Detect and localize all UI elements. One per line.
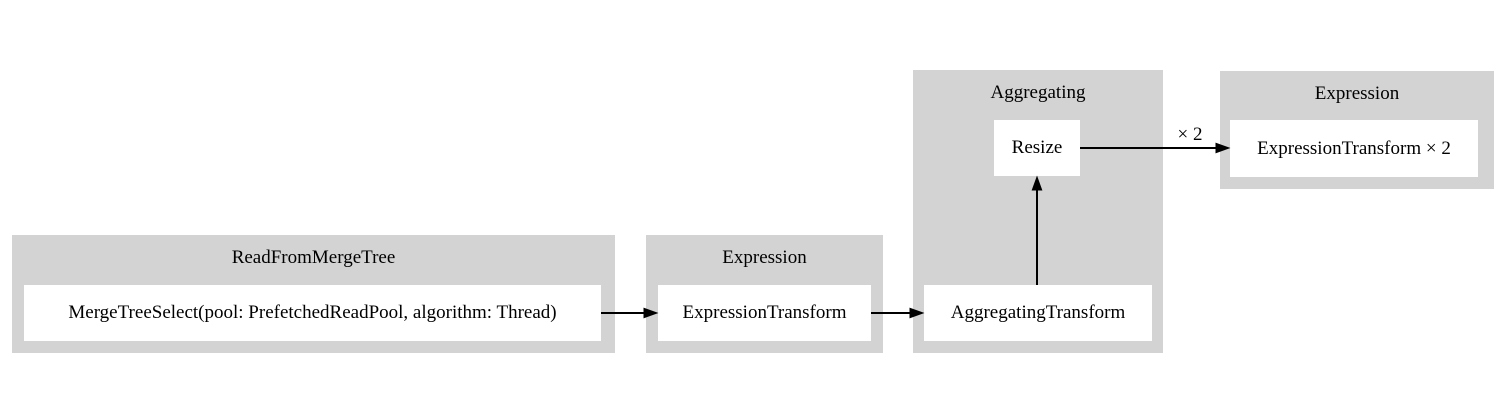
node-expressiontransform-x2: ExpressionTransform × 2 xyxy=(1230,120,1478,177)
edge-label-x2: × 2 xyxy=(1177,124,1203,145)
node-resize: Resize xyxy=(994,120,1080,176)
cluster-expression-1-label: Expression xyxy=(722,247,807,268)
cluster-expression-2-label: Expression xyxy=(1314,83,1400,104)
node-expressiontransform: ExpressionTransform xyxy=(658,285,871,341)
node-aggregatingtransform: AggregatingTransform xyxy=(924,285,1152,341)
cluster-aggregating-label: Aggregating xyxy=(990,82,1086,103)
cluster-readfrommergetree-label: ReadFromMergeTree xyxy=(231,247,396,268)
node-mergetreeselect: MergeTreeSelect(pool: PrefetchedReadPool… xyxy=(24,285,601,341)
